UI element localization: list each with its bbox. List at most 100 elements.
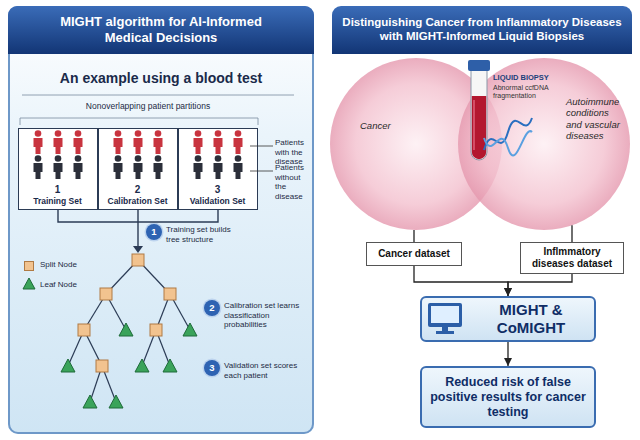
merge-line: [58, 210, 218, 248]
computer-icon: [428, 303, 462, 334]
blood-tube: [468, 60, 490, 160]
set-number: 3: [179, 184, 256, 196]
tree-branch: [106, 260, 138, 294]
tree-branch: [170, 294, 190, 330]
connector: [414, 266, 508, 296]
leaf-node-symbol: [83, 395, 97, 408]
leader-line: [250, 146, 273, 147]
leaf-node-symbol: [109, 395, 123, 408]
leaf-node-symbol: [163, 359, 177, 372]
leaf-node-symbol: [61, 359, 75, 372]
tree-branch: [106, 294, 126, 330]
merge-line: [58, 210, 218, 222]
tree-branch: [90, 366, 102, 402]
legend-swatch: [24, 261, 34, 271]
patient-icon: [54, 155, 63, 179]
blood-tube: [471, 70, 487, 160]
set-name: Calibration Set: [99, 196, 176, 206]
split-node-symbol: [150, 324, 162, 336]
set-name: Training Set: [19, 196, 96, 206]
box-text: Inflmmatory diseases dataset: [521, 243, 623, 273]
step-callout: 1Training set builds tree structure: [146, 224, 246, 252]
note-label: LIQUID BIOPSY: [493, 73, 555, 82]
callout-number: 3: [204, 360, 220, 376]
arrow-head: [133, 246, 143, 253]
note-label: Abnormal ccfDNA fragmentation: [493, 84, 549, 101]
section-rule: [20, 95, 294, 125]
patient-icon: [114, 155, 123, 179]
section-rule: [20, 118, 258, 125]
patient-icon: [234, 130, 243, 154]
connector: [571, 225, 572, 242]
patient-icon: [134, 130, 143, 154]
connector: [413, 230, 414, 242]
patient-icon: [214, 155, 223, 179]
result-box: Reduced risk of false positive results f…: [420, 366, 596, 428]
note-label: Nonoverlapping patient partitions: [40, 101, 256, 111]
callout-number: 1: [146, 224, 162, 240]
circle-outline: [458, 58, 630, 230]
circle-label: Autoimmune conditions and vascular disea…: [566, 96, 626, 142]
dna-helix: [484, 118, 532, 156]
leaf-node-symbol: [119, 323, 133, 336]
step-text: Training set builds tree structure: [166, 225, 246, 244]
panel: Distinguishing Cancer from Inflammatory …: [330, 6, 634, 434]
legend-text: Split Node: [40, 260, 100, 270]
split-node-symbol: [100, 288, 112, 300]
tree-branch: [84, 330, 102, 366]
partition-box: 3Validation Set: [178, 128, 258, 210]
split-node-symbol: [78, 254, 176, 372]
patient-icon: [194, 130, 203, 154]
panel-heading: MIGHT algorithm for AI-Informed Medical …: [8, 6, 314, 54]
split-node-symbol: [96, 360, 108, 372]
callout-number: 2: [204, 300, 220, 316]
patient-icon: [234, 155, 243, 179]
patient-icon: [154, 130, 163, 154]
tree-branch: [156, 330, 170, 366]
dna-helix: [484, 131, 532, 155]
step-callout: 2Calibration set learns classification p…: [204, 300, 308, 340]
dataset-box: Cancer dataset: [366, 242, 462, 266]
patient-icon: [34, 130, 243, 179]
computer-icon: [436, 331, 454, 334]
box-text: MIGHT & CoMIGHT: [468, 298, 594, 340]
blood-tube: [473, 100, 475, 150]
split-node-symbol: [132, 254, 144, 266]
leaf-node-symbol: [23, 278, 35, 289]
patient-icon: [34, 155, 43, 179]
patient-icon: [74, 155, 83, 179]
panel: MIGHT algorithm for AI-Informed Medical …: [8, 6, 314, 434]
tree-branch: [142, 330, 156, 366]
blood-tube: [472, 96, 486, 159]
set-name: Validation Set: [179, 196, 256, 206]
subheading: An example using a blood test: [8, 70, 314, 87]
tree-branch: [102, 366, 116, 402]
leaf-node-symbol: [23, 278, 197, 408]
patient-icon: [114, 130, 123, 154]
tree-branch: [138, 260, 170, 294]
step-text: Validation set scores each patient: [224, 361, 308, 380]
split-node-symbol: [164, 288, 176, 300]
section-rule: [22, 95, 294, 96]
note-label: Patients without the disease: [275, 163, 313, 201]
venn-circle: Autoimmune conditions and vascular disea…: [458, 58, 630, 230]
partition-box: 1Training Set: [18, 128, 98, 210]
step-text: Calibration set learns classification pr…: [224, 301, 308, 330]
leader-line: [250, 146, 273, 171]
leaf-node-symbol: [183, 323, 197, 336]
patient-icon: [74, 130, 83, 154]
legend-text: Leaf Node: [40, 280, 100, 290]
tree-branch: [68, 260, 190, 402]
box-text: Cancer dataset: [367, 243, 461, 265]
tree-branch: [156, 294, 170, 330]
venn-circle-shape: [458, 58, 630, 230]
set-number: 1: [19, 184, 96, 196]
merge-line: [137, 210, 138, 248]
computer-icon: [442, 327, 448, 331]
connector: [508, 274, 572, 296]
box-text: Reduced risk of false positive results f…: [428, 368, 588, 426]
leader-line: [250, 171, 273, 172]
tree-branch: [84, 294, 106, 330]
partition-box: 2Calibration Set: [98, 128, 178, 210]
